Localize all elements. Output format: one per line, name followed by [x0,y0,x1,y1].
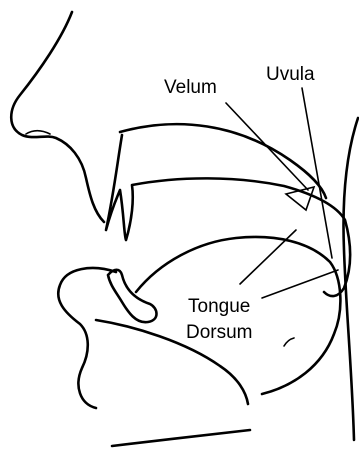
dorsum-label: Dorsum [186,322,253,343]
lower-lip-chin [58,268,116,408]
neck-line [112,430,250,446]
velum-marker [286,187,314,210]
face-profile [11,12,104,222]
velum-pointer [226,103,308,190]
pharyngeal-wall [344,118,358,440]
stray-mark [284,338,294,346]
hard-palate [120,124,326,198]
tongue-label: Tongue [188,296,250,317]
velum-label: Velum [164,77,217,98]
nostril [26,131,50,134]
upper-incisor-palate [106,135,350,296]
uvula-label: Uvula [266,64,315,85]
